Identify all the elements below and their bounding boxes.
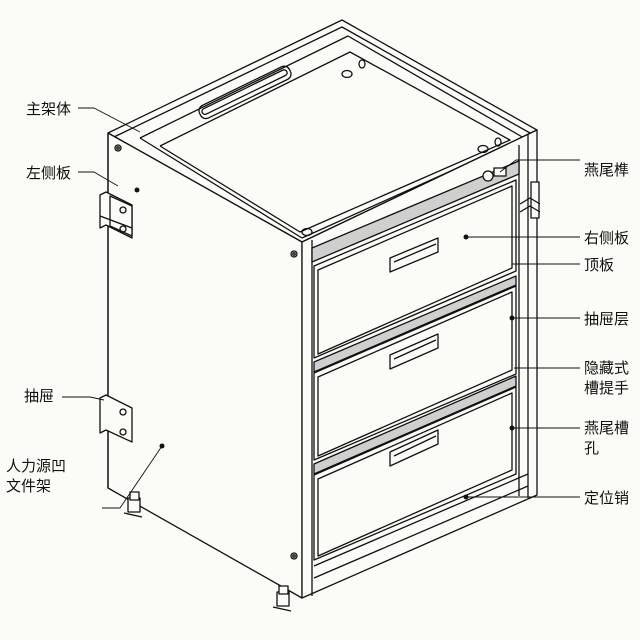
top-slot-handle xyxy=(198,65,292,120)
front-face xyxy=(301,129,541,599)
label-drawer-layer: 抽屉层 xyxy=(584,310,630,328)
drawer-1 xyxy=(313,179,517,359)
label-ergonomic-rack: 人力源凹文件架 xyxy=(6,457,67,495)
label-drawer: 抽屉 xyxy=(24,387,55,405)
label-main-body: 主架体 xyxy=(26,100,72,118)
label-left-panel: 左侧板 xyxy=(26,164,72,182)
drawer-3 xyxy=(313,386,517,561)
label-hidden-handle: 隐藏式槽提手 xyxy=(584,359,630,397)
drawer-2 xyxy=(313,285,517,461)
label-dovetail-slot: 燕尾槽孔 xyxy=(584,419,630,457)
top-panel-strip xyxy=(311,160,520,263)
leader-dots xyxy=(134,187,515,500)
label-right-panel: 右侧板 xyxy=(584,229,630,247)
leader-lines xyxy=(62,107,580,509)
label-dovetail-tenon: 燕尾榫 xyxy=(584,161,630,179)
label-locating-pin: 定位销 xyxy=(584,489,630,507)
label-top-panel: 顶板 xyxy=(584,256,615,274)
top-frame xyxy=(107,19,538,243)
